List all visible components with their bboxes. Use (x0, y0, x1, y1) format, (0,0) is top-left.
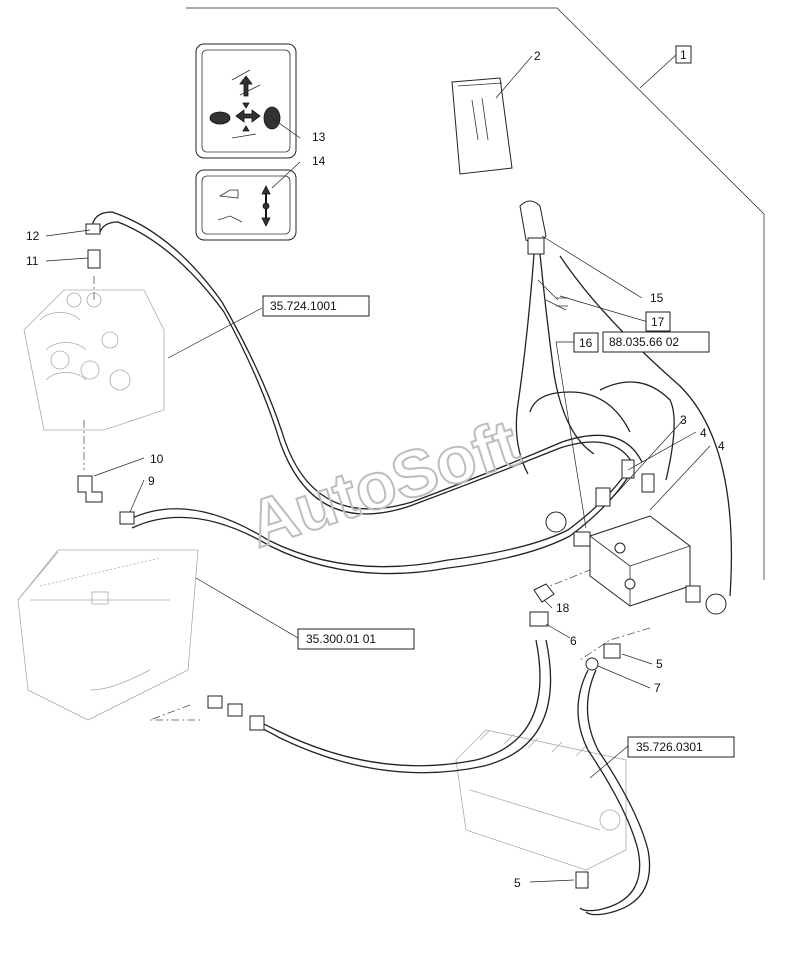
callout-box-17 (645, 311, 671, 332)
ref-35-300-label: 35.300.01 01 (306, 632, 376, 646)
kit-boundary (186, 7, 765, 580)
pilot-hoses (529, 255, 733, 597)
main-control-valve-ghost (23, 289, 165, 431)
auxiliary-valve-bank-ghost (455, 729, 627, 871)
callout-5a: 5 (656, 657, 663, 671)
hose-middle-lower (127, 469, 631, 575)
hose-to-valve-bank (577, 669, 651, 916)
alignment-lines (83, 276, 651, 721)
callout-4b: 4 (718, 439, 725, 453)
fittings (77, 223, 655, 889)
callout-11: 11 (26, 254, 39, 268)
callout-2: 2 (534, 49, 541, 63)
callout-18: 18 (556, 601, 570, 615)
ref-box-88-035 (602, 331, 710, 353)
callout-10: 10 (150, 452, 164, 466)
ref-box-35-726 (627, 736, 735, 758)
callout-12: 12 (26, 229, 40, 243)
ref-35-726-label: 35.726.0301 (636, 740, 703, 754)
joystick-handle-15 (515, 200, 595, 475)
callout-15: 15 (650, 291, 664, 305)
callout-5b: 5 (514, 876, 521, 890)
hose-to-tank (249, 639, 552, 774)
decal-14-lift-pattern (195, 169, 297, 241)
callout-17: 17 (651, 315, 665, 329)
callout-box-16 (573, 332, 599, 353)
callout-4a: 4 (700, 426, 707, 440)
ref-box-35-300 (297, 628, 415, 650)
operator-manual-2 (451, 77, 513, 175)
hose-long-upper (91, 211, 643, 515)
callout-numbers: 1 2 3 4 4 5 5 6 7 9 10 11 12 13 14 15 16… (26, 48, 725, 890)
leader-lines (45, 54, 711, 883)
callout-13: 13 (312, 130, 326, 144)
decal-13-control-pattern (195, 43, 297, 159)
ref-box-35-724 (262, 295, 370, 317)
callout-14: 14 (312, 154, 326, 168)
ref-35-724-label: 35.724.1001 (270, 299, 337, 313)
hydraulic-tank-ghost (17, 549, 199, 721)
selector-valve-block (545, 511, 727, 615)
callout-box-1 (675, 45, 692, 64)
callout-7: 7 (654, 681, 661, 695)
watermark-text: AutoSoft (239, 405, 527, 561)
callout-6: 6 (570, 634, 577, 648)
callout-1: 1 (680, 48, 687, 62)
reference-boxes: 35.724.1001 35.300.01 01 35.726.0301 88.… (262, 45, 735, 758)
callout-16: 16 (579, 336, 593, 350)
callout-9: 9 (148, 474, 155, 488)
callout-3: 3 (680, 413, 687, 427)
ref-88-035-label: 88.035.66 02 (609, 335, 679, 349)
